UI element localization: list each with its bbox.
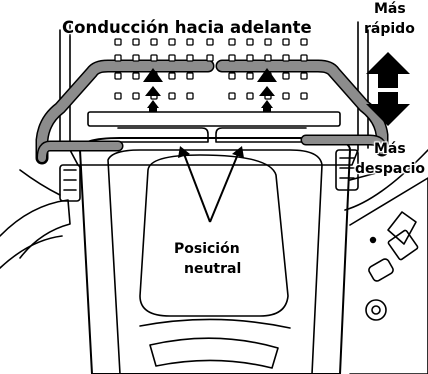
adjust-hole bbox=[282, 54, 290, 62]
adjust-hole bbox=[206, 54, 214, 62]
adjust-hole bbox=[132, 92, 140, 100]
speed-arrows-left bbox=[143, 68, 163, 112]
adjust-hole bbox=[150, 54, 158, 62]
seat-pad bbox=[139, 154, 289, 317]
adjust-hole bbox=[114, 92, 122, 100]
arrow-right-mid bbox=[259, 86, 275, 96]
adjust-hole bbox=[300, 38, 308, 46]
adjust-hole bbox=[168, 92, 176, 100]
adjust-hole bbox=[264, 54, 272, 62]
right-hinge bbox=[335, 149, 359, 191]
seat-inner bbox=[107, 149, 323, 374]
faster-label-line1: Más bbox=[374, 1, 406, 17]
right-panel bbox=[349, 177, 428, 374]
slower-label-line2: despacio bbox=[355, 161, 426, 177]
adjust-hole bbox=[186, 38, 194, 46]
adjust-hole bbox=[300, 72, 308, 80]
adjust-hole bbox=[246, 72, 254, 80]
adjust-hole bbox=[186, 92, 194, 100]
right-fender bbox=[349, 171, 381, 181]
adjust-hole bbox=[186, 72, 194, 80]
adjust-hole bbox=[282, 38, 290, 46]
choke-dot bbox=[369, 236, 377, 244]
slower-label-line1: Más bbox=[374, 141, 406, 157]
adjust-hole bbox=[228, 54, 236, 62]
adjust-hole bbox=[228, 38, 236, 46]
arrow-left-large bbox=[143, 68, 163, 82]
arrow-left-mid bbox=[145, 86, 161, 96]
slot-plate bbox=[87, 111, 341, 127]
adjust-hole bbox=[300, 92, 308, 100]
neutral-callouts bbox=[183, 153, 239, 223]
ignition-inner bbox=[371, 305, 381, 315]
neutral-label-line2: neutral bbox=[184, 261, 242, 277]
arrow-right-large bbox=[257, 68, 277, 82]
left-fender bbox=[0, 199, 71, 259]
arrow-right-small bbox=[261, 100, 273, 108]
faster-label-line2: rápido bbox=[364, 21, 415, 37]
key-slot bbox=[368, 258, 394, 282]
adjust-hole bbox=[114, 72, 122, 80]
right-lever-stub bbox=[215, 127, 307, 143]
adjust-hole bbox=[246, 38, 254, 46]
adjust-hole bbox=[132, 72, 140, 80]
adjust-hole bbox=[168, 38, 176, 46]
console-frame bbox=[69, 21, 359, 166]
adjust-hole bbox=[246, 92, 254, 100]
adjust-hole bbox=[150, 38, 158, 46]
adjust-hole bbox=[264, 38, 272, 46]
adjust-hole bbox=[132, 38, 140, 46]
adjust-hole bbox=[186, 54, 194, 62]
seat-front-edge bbox=[139, 318, 291, 329]
motion-control-handle bbox=[35, 59, 389, 165]
adjust-hole bbox=[114, 38, 122, 46]
left-fender-3 bbox=[19, 169, 61, 196]
adjust-hole bbox=[228, 72, 236, 80]
left-hinge bbox=[59, 164, 81, 202]
forward-drive-label: Conducción hacia adelante bbox=[62, 18, 312, 37]
speed-arrows-right bbox=[257, 68, 277, 112]
arrow-up-icon bbox=[366, 52, 410, 88]
adjust-hole bbox=[168, 54, 176, 62]
adjust-hole bbox=[282, 92, 290, 100]
arrow-down-icon bbox=[366, 92, 410, 126]
adjust-hole bbox=[282, 72, 290, 80]
throttle-lever bbox=[387, 211, 417, 245]
ignition-outer bbox=[365, 299, 387, 321]
adjust-hole bbox=[206, 38, 214, 46]
adjust-hole bbox=[114, 54, 122, 62]
adjust-hole bbox=[132, 54, 140, 62]
choke-box bbox=[387, 229, 419, 261]
neutral-label-line1: Posición bbox=[174, 241, 240, 257]
left-lever-stub bbox=[117, 127, 209, 143]
adjust-hole bbox=[228, 92, 236, 100]
adjust-hole bbox=[168, 72, 176, 80]
right-panel-edge bbox=[344, 149, 428, 211]
adjust-hole bbox=[246, 54, 254, 62]
seat-grip bbox=[149, 337, 279, 369]
left-fender-2 bbox=[0, 235, 63, 269]
adjust-hole bbox=[300, 54, 308, 62]
arrow-left-small bbox=[147, 100, 159, 108]
